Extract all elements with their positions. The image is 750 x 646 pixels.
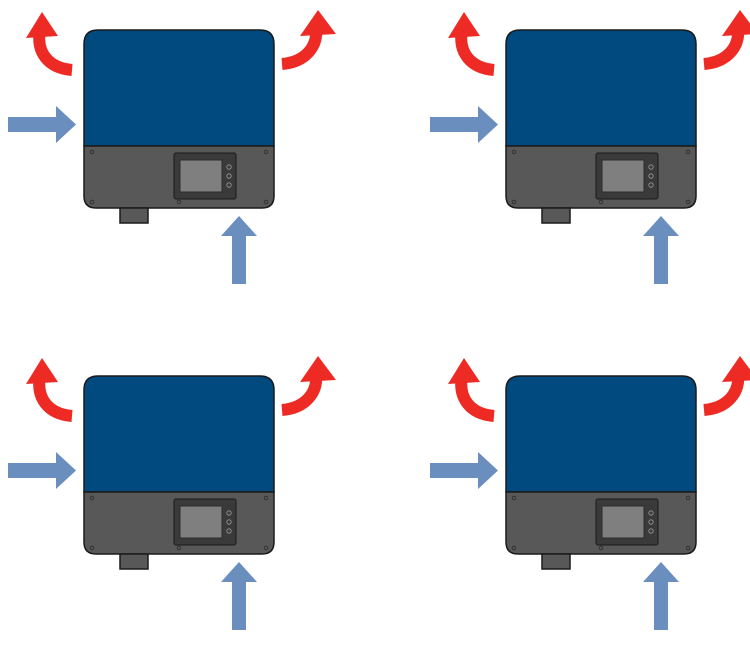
screw-icon [176,545,182,551]
screw-icon [598,545,604,551]
intake-arrow-shaft [232,236,246,284]
intake-arrow-shaft [654,582,668,630]
exhaust-arrow-left-icon [448,358,495,422]
intake-arrow-up-icon [643,562,679,630]
screw-icon [263,545,269,551]
mounting-foot [541,207,571,224]
display-screen [179,505,223,539]
intake-arrow-head [643,216,679,236]
intake-arrow-up-icon [221,562,257,630]
exhaust-arrow-right-icon [703,356,750,416]
intake-arrow-head [221,562,257,582]
screw-icon [685,149,691,155]
display-module [173,498,237,546]
intake-arrow-head [221,216,257,236]
inverter-figure [8,10,336,284]
screw-icon [89,495,95,501]
mounting-foot [119,207,149,224]
screw-icon [511,495,517,501]
exhaust-arrow-left-icon [26,12,73,76]
exhaust-arrow-right-head [722,356,750,382]
intake-arrow-shaft [232,582,246,630]
exhaust-arrow-left-icon [26,358,73,422]
screw-icon [685,545,691,551]
inflow-arrow-shaft [430,117,478,132]
inverter-unit-2 [422,0,750,300]
screw-icon [89,199,95,205]
mounting-foot [541,553,571,570]
exhaust-arrow-right-icon [703,10,750,70]
inflow-arrow-right-icon [430,452,498,489]
display-module [595,152,659,200]
inflow-arrow-shaft [8,117,56,132]
housing-upper-panel [83,29,275,147]
display-button-icon [648,164,654,170]
display-module [595,498,659,546]
display-button-icon [226,182,232,188]
intake-arrow-up-icon [643,216,679,284]
inverter-unit-3 [0,346,360,646]
display-button-icon [226,528,232,534]
exhaust-arrow-right-icon [281,10,336,70]
inverter-unit-4 [422,346,750,646]
screw-icon [89,545,95,551]
screw-icon [263,149,269,155]
screw-icon [598,199,604,205]
housing-upper-panel [83,375,275,493]
inflow-arrow-head [56,452,76,489]
inflow-arrow-right-icon [8,452,76,489]
inflow-arrow-head [478,106,498,143]
intake-arrow-up-icon [221,216,257,284]
display-button-icon [226,519,232,525]
display-button-icon [648,528,654,534]
display-module [173,152,237,200]
display-button-icon [648,182,654,188]
screw-icon [685,199,691,205]
inverter-figure [8,356,336,630]
intake-arrow-head [643,562,679,582]
exhaust-arrow-left-head [448,12,480,38]
display-button-icon [226,173,232,179]
display-button-icon [226,510,232,516]
exhaust-arrow-right-head [300,356,336,382]
screw-icon [263,199,269,205]
exhaust-arrow-right-head [722,10,750,36]
mounting-foot [119,553,149,570]
exhaust-arrow-left-icon [448,12,495,76]
screw-icon [511,149,517,155]
screw-icon [263,495,269,501]
display-screen [601,159,645,193]
display-button-icon [226,164,232,170]
exhaust-arrow-left-head [26,12,58,38]
inflow-arrow-right-icon [8,106,76,143]
inflow-arrow-head [56,106,76,143]
display-screen [179,159,223,193]
intake-arrow-shaft [654,236,668,284]
inverter-unit-1 [0,0,360,300]
screw-icon [511,199,517,205]
inverter-figure [430,10,750,284]
display-button-icon [648,519,654,525]
display-button-icon [648,510,654,516]
exhaust-arrow-left-head [448,358,480,384]
screw-icon [176,199,182,205]
housing-upper-panel [505,29,697,147]
display-button-icon [648,173,654,179]
exhaust-arrow-right-icon [281,356,336,416]
housing-upper-panel [505,375,697,493]
exhaust-arrow-left-head [26,358,58,384]
inflow-arrow-head [478,452,498,489]
exhaust-arrow-right-head [300,10,336,36]
screw-icon [685,495,691,501]
airflow-diagram [0,0,750,630]
screw-icon [89,149,95,155]
screw-icon [511,545,517,551]
inflow-arrow-shaft [8,463,56,478]
inflow-arrow-shaft [430,463,478,478]
inflow-arrow-right-icon [430,106,498,143]
inverter-figure [430,356,750,630]
display-screen [601,505,645,539]
